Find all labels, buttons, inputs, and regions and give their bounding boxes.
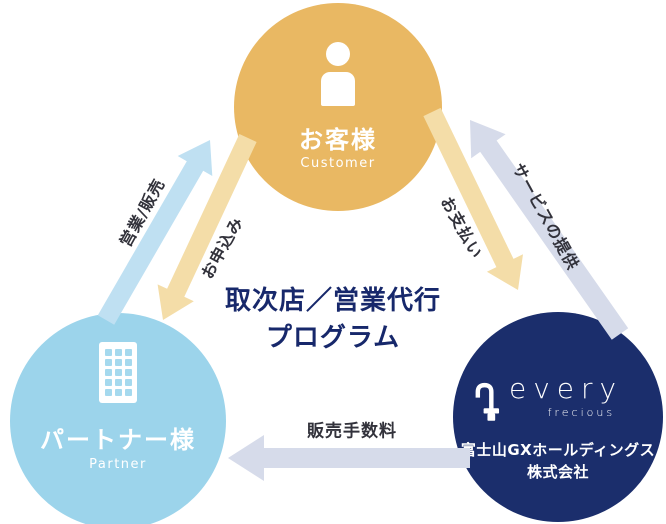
logo-subbrand: frecious: [547, 405, 616, 419]
company-name: 富士山GXホールディングス 株式会社: [453, 439, 663, 483]
apply-arrow-label: お申込み: [197, 213, 248, 283]
company-name-line2: 株式会社: [526, 463, 589, 481]
building-icon: [99, 342, 137, 403]
person-icon-head: [326, 42, 350, 66]
person-icon-body: [321, 72, 355, 106]
faucet-icon: [475, 382, 500, 421]
logo-text: every frecious: [509, 372, 624, 419]
company-logo: every frecious: [473, 372, 624, 423]
program-title-line1: 取次店／営業代行: [224, 286, 442, 316]
program-title: 取次店／営業代行 プログラム: [225, 283, 441, 357]
customer-node: お客様 Customer: [234, 3, 442, 211]
arrow-payment: [423, 107, 523, 291]
payment-arrow-label: お支払い: [436, 193, 487, 263]
customer-label: お客様: [299, 126, 377, 154]
partner-node: パートナー様 Partner: [10, 313, 226, 524]
company-name-line1: 富士山GXホールディングス: [460, 441, 656, 459]
service-arrow-label: サービスの提供: [508, 160, 583, 274]
sales-arrow-label: 営業/販売: [115, 175, 169, 251]
commission-arrow-label: 販売手数料: [307, 421, 397, 442]
customer-sublabel: Customer: [300, 156, 376, 171]
logo-wordmark: every: [509, 372, 624, 405]
program-title-line2: プログラム: [265, 323, 401, 353]
partner-sublabel: Partner: [89, 457, 147, 472]
company-node: every frecious 富士山GXホールディングス 株式会社: [453, 312, 663, 522]
partner-label: パートナー様: [40, 426, 196, 454]
person-icon: [321, 42, 355, 106]
arrow-commission: [228, 435, 470, 481]
